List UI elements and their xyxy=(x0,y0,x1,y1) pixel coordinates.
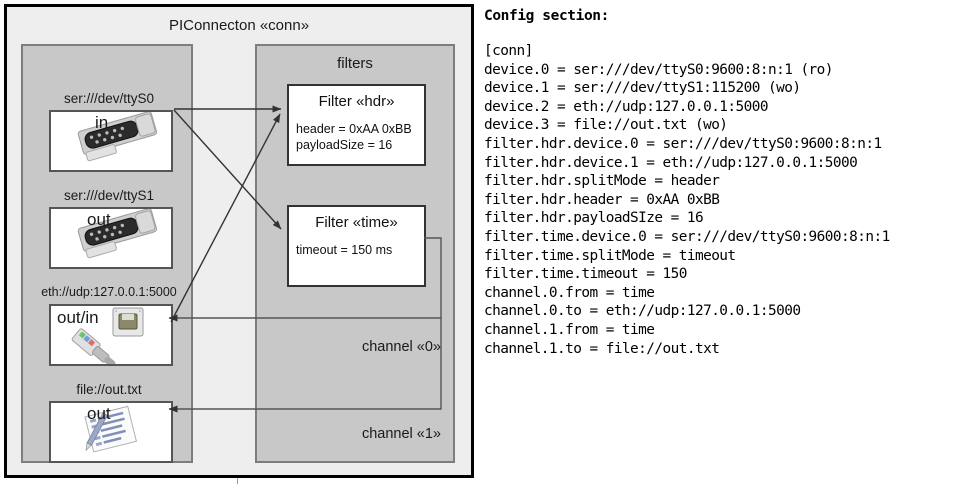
serial-db9-icon xyxy=(77,209,158,259)
filter-node-hdr[interactable]: Filter «hdr» header = 0xAA 0xBB payloadS… xyxy=(287,84,426,166)
config-panel: Config section: [conn] device.0 = ser:///… xyxy=(482,0,964,484)
text-document-icon xyxy=(84,405,138,453)
device-direction-label: in xyxy=(95,113,109,132)
config-line: [conn] xyxy=(484,43,533,59)
device-node-ttyS0[interactable]: in xyxy=(49,110,173,172)
filter-hdr-prop-payload: payloadSize = 16 xyxy=(296,137,393,152)
channel-1-label: channel «1» xyxy=(361,426,441,442)
device-direction-label: out xyxy=(87,210,111,229)
config-line: device.1 = ser:///dev/ttyS1:115200 (wo) xyxy=(484,80,801,97)
config-line: filter.hdr.device.1 = eth://udp:127.0.0.… xyxy=(484,154,858,171)
config-line: filter.hdr.payloadSIze = 16 xyxy=(484,210,704,227)
device-label-eth: eth://udp:127.0.0.1:5000 xyxy=(41,285,177,299)
config-line: filter.hdr.splitMode = header xyxy=(484,173,720,190)
config-line: channel.1.from = time xyxy=(484,321,655,338)
frame-bottom-tick xyxy=(237,478,238,484)
device-label-ttyS1: ser:///dev/ttyS1 xyxy=(63,188,155,203)
device-label-file: file://out.txt xyxy=(76,382,142,397)
config-line: device.0 = ser:///dev/ttyS0:9600:8:n:1 (… xyxy=(484,61,833,78)
config-line: filter.time.timeout = 150 xyxy=(484,266,687,283)
config-lines-list: [conn] device.0 = ser:///dev/ttyS0:9600:8… xyxy=(484,42,890,358)
config-line: channel.1.to = file://out.txt xyxy=(484,340,720,357)
device-direction-label: out xyxy=(87,404,111,423)
diagram-title: PIConnecton «conn» xyxy=(168,17,310,34)
config-line: channel.0.from = time xyxy=(484,284,655,301)
config-line: filter.time.device.0 = ser:///dev/ttyS0:… xyxy=(484,228,890,245)
diagram-frame: PIConnecton «conn» ser:///dev/ttyS0 in xyxy=(4,4,474,478)
serial-db9-icon xyxy=(77,112,158,162)
filter-hdr-props: header = 0xAA 0xBB payloadSize = 16 xyxy=(296,122,424,153)
config-line: filter.time.splitMode = timeout xyxy=(484,247,736,264)
channel-0-label: channel «0» xyxy=(361,339,441,355)
device-node-eth[interactable]: out/in xyxy=(49,304,173,366)
filters-group-title: filters xyxy=(337,55,373,72)
device-node-file[interactable]: out xyxy=(49,401,173,463)
device-node-ttyS1[interactable]: out xyxy=(49,207,173,269)
filter-time-props: timeout = 150 ms xyxy=(296,243,424,259)
config-line: device.3 = file://out.txt (wo) xyxy=(484,117,728,134)
filter-time-title: Filter «time» xyxy=(315,214,398,231)
device-direction-label: out/in xyxy=(57,308,99,327)
filter-hdr-prop-header: header = 0xAA 0xBB xyxy=(296,122,412,136)
filter-time-prop-timeout: timeout = 150 ms xyxy=(296,243,393,257)
devices-group: ser:///dev/ttyS0 in ser:///dev/ttyS1 xyxy=(21,44,193,463)
device-label-ttyS0: ser:///dev/ttyS0 xyxy=(63,91,155,106)
filter-hdr-title: Filter «hdr» xyxy=(318,93,395,110)
filters-group: filters Filter «hdr» header = 0xAA 0xBB … xyxy=(255,44,455,463)
config-line: filter.hdr.header = 0xAA 0xBB xyxy=(484,191,720,208)
config-line: channel.0.to = eth://udp:127.0.0.1:5000 xyxy=(484,303,801,320)
config-heading: Config section: xyxy=(484,8,609,24)
config-line: device.2 = eth://udp:127.0.0.1:5000 xyxy=(484,98,769,115)
ethernet-socket-icon xyxy=(71,307,144,364)
filter-node-time[interactable]: Filter «time» timeout = 150 ms xyxy=(287,205,426,287)
config-line: filter.hdr.device.0 = ser:///dev/ttyS0:9… xyxy=(484,135,882,152)
